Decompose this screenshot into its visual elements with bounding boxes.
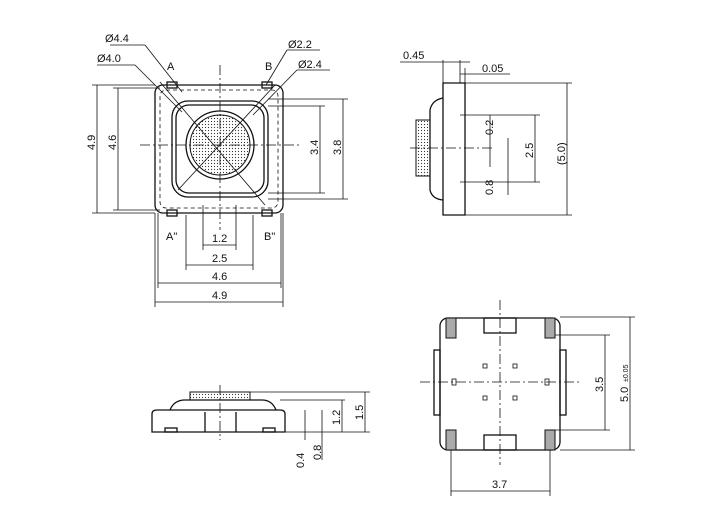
corner-pad: [544, 317, 556, 339]
corner-pad: [445, 429, 457, 451]
height-0-8-label: 0.8: [312, 445, 324, 460]
width-4-6-label: 4.6: [212, 271, 227, 283]
section-b-label: B: [265, 61, 272, 73]
top-view: Ø4.4 Ø4.0 A B Ø2.2 Ø2.4 A" B" 4.9 4.6 3.…: [86, 33, 348, 307]
section-b2-label: B": [264, 231, 275, 243]
height-3-4-label: 3.4: [309, 140, 321, 155]
side-view: 0.45 0.05 0.2 2.5 (5.0) 0.8: [400, 50, 572, 216]
height-4-6-label: 4.6: [107, 135, 119, 150]
width-2-5-label: 2.5: [212, 253, 227, 265]
dia-4-4-label: Ø4.4: [105, 33, 129, 45]
width-4-9-label: 4.9: [212, 290, 227, 302]
height-1-2-label: 1.2: [331, 410, 343, 425]
corner-pad: [445, 317, 457, 339]
width-1-2-label: 1.2: [212, 233, 227, 245]
dia-2-2-label: Ø2.2: [288, 39, 312, 51]
dim-0-45-label: 0.45: [403, 50, 424, 62]
side-body: [442, 82, 466, 216]
front-view: 1.2 1.5 0.4 0.8: [151, 385, 370, 468]
height-0-4-label: 0.4: [295, 453, 307, 468]
dia-2-4-label: Ø2.4: [298, 59, 322, 71]
dim-0-05-label: 0.05: [482, 63, 503, 75]
dim-5-0-tolerance: ±0.05: [623, 364, 630, 382]
corner-pad: [544, 429, 556, 451]
front-body: [151, 409, 286, 433]
top-body-outline: [154, 84, 284, 214]
height-4-9-label: 4.9: [86, 135, 98, 150]
dim-5-0-label: (5.0): [556, 142, 568, 165]
height-1-5-label: 1.5: [354, 405, 366, 420]
section-a-label: A: [167, 61, 175, 73]
section-a2-label: A": [166, 231, 177, 243]
dia-4-0-label: Ø4.0: [97, 53, 121, 65]
dim-3-5-label: 3.5: [594, 377, 606, 392]
dim-0-8-label: 0.8: [484, 180, 496, 195]
dim-3-7-label: 3.7: [492, 479, 507, 491]
dim-2-5-label: 2.5: [524, 143, 536, 158]
dim-0-2-label: 0.2: [484, 120, 496, 135]
bottom-view: 3.5 5.0 ±0.05 3.7: [420, 300, 635, 496]
height-3-8-label: 3.8: [332, 140, 344, 155]
dim-5-0-label: 5.0: [619, 387, 631, 402]
